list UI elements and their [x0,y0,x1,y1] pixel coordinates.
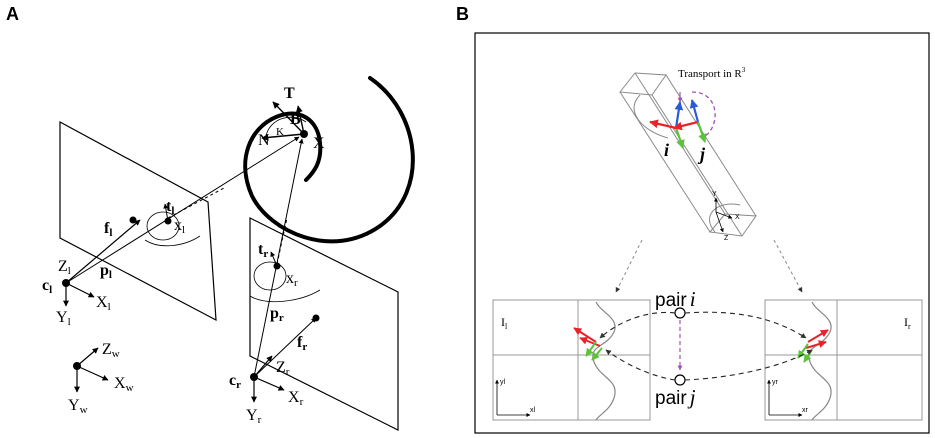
right-label-xr: xr [802,407,809,414]
box-label-z: Z [724,235,729,242]
label-tl: tl [166,198,174,217]
right-image-frame [764,299,923,421]
panel-b-label: B [456,4,469,24]
label-tr: tr [258,241,268,260]
j-red-vector [673,120,699,131]
box-label-x: X [735,214,740,221]
label-fr: fr [297,334,307,353]
right-label-yr: yr [772,379,779,386]
right-dashed-projection [276,217,288,265]
space-curve [243,76,415,244]
right-fr-ray [253,317,317,378]
curvature-circle [265,116,307,137]
left-optical-ray [65,136,300,284]
right-focal-point [312,314,320,322]
left-tangent-t [163,203,169,222]
tangent-arrow [272,101,305,135]
world-xw-axis [76,365,109,381]
left-label-xl: xl [530,407,536,414]
proj-arrow-left [615,239,643,293]
label-fl: fl [104,220,112,239]
binormal-arrow [295,105,305,135]
box-label-y: Y [712,191,717,198]
transport-box [619,72,757,237]
pair-i-left-link [599,311,676,339]
left-xl-axis [65,282,95,298]
transport-label: Transport in R3 [678,66,746,80]
i-green-vector [674,127,685,149]
right-label-Ir: Ir [904,315,911,331]
pair-j-left-link [605,349,676,381]
box-z-axis [715,211,724,233]
label-Xr: Xr [288,389,304,408]
label-xl: xl [174,217,185,236]
label-X: X [313,135,325,152]
left-label-Il: Il [501,315,508,331]
left-red-vector-1 [573,327,597,343]
left-zl-axis [65,219,141,284]
pair-j-node [674,374,686,386]
label-pr: pr [270,305,284,324]
j-green-vector [696,121,707,143]
left-focal-point [129,216,137,224]
label-Xl: Xl [96,294,111,313]
panel-b-frame [474,32,930,434]
pair-j-right-link [684,349,813,381]
left-green-vector-1 [585,341,597,357]
label-pl: pl [100,262,112,281]
left-label-yl: yl [500,379,506,386]
label-xw: Xw [114,375,134,394]
left-projected-curve [144,235,201,247]
label-yw: Yw [68,397,88,416]
label-cl: cl [42,277,52,296]
normal-arrow [261,133,305,141]
label-Yl: Yl [56,309,71,328]
label-cr: cr [229,372,241,391]
label-xr: xr [286,270,298,289]
right-xr-axis [253,376,285,391]
box-x-axis [715,211,733,219]
label-j: j [697,144,706,164]
right-red-vector-1 [807,329,829,343]
label-B: B [290,111,301,128]
label-K: K [276,126,284,138]
panel-a-label: A [6,4,19,24]
j-blue-vector [689,99,700,123]
label-zl: Zl [58,258,71,277]
left-dashed-projection [167,187,225,219]
proj-arrow-right [773,239,803,293]
transport-loop [691,91,716,139]
right-projected-curve [249,289,321,302]
right-image-plane [249,217,399,431]
label-zr: Zr [276,359,290,378]
left-osculating-circle [146,211,180,241]
pair-i-right-link [684,311,807,339]
left-image-frame [492,299,651,421]
right-red-vector-2 [805,340,827,349]
world-zw-axis [76,347,99,367]
label-T: T [284,85,295,102]
label-zw: Zw [102,341,120,360]
label-i: i [664,140,669,160]
i-red-vector [649,119,677,130]
left-image-plane [59,120,217,322]
right-tangent-t [270,251,278,267]
label-N: N [258,132,270,149]
left-green-vector-2 [591,347,603,361]
label-Yr: Yr [246,407,262,426]
right-osculating-circle [253,261,287,291]
left-image-curve [592,301,616,421]
left-red-vector-2 [579,336,601,347]
